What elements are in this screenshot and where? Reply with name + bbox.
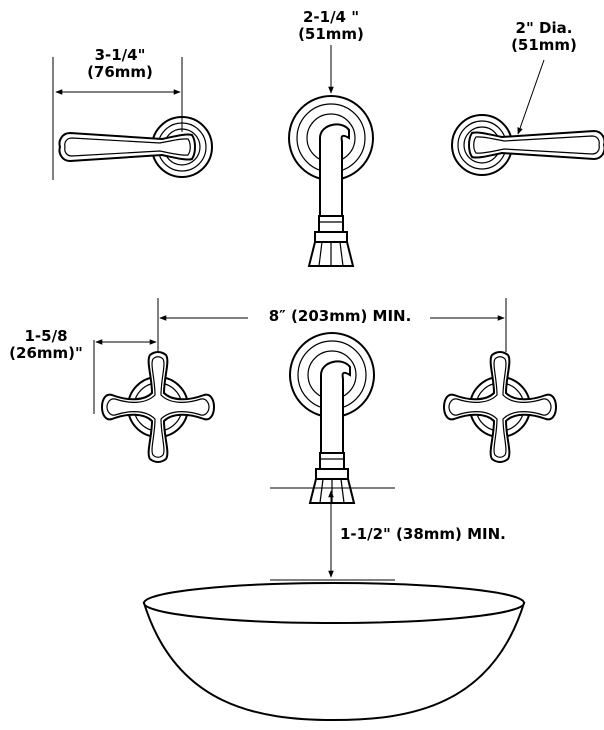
spout-middle xyxy=(289,332,375,504)
clearance-text: 1-1/2" (38mm) MIN. xyxy=(340,525,506,543)
cross-handle-line2: (26mm)" xyxy=(9,344,83,362)
cross-handle-dimension xyxy=(93,339,157,414)
lever-length-line2: (76mm) xyxy=(87,63,153,81)
spout-flange-line1: 2-1/4 " xyxy=(302,8,360,26)
spout-flange-line2: (51mm) xyxy=(298,25,364,43)
lever-length-label: 3-1/4" (76mm) xyxy=(70,47,170,81)
handle-flange-line2: (51mm) xyxy=(511,36,577,54)
cross-handle-right xyxy=(443,351,557,463)
clearance-label: 1-1/2" (38mm) MIN. xyxy=(340,526,506,543)
lever-length-dimension xyxy=(52,57,183,180)
cross-handle-left xyxy=(101,351,215,463)
handle-flange-pointer xyxy=(517,59,545,135)
spout-flange-label: 2-1/4 " (51mm) xyxy=(276,9,386,43)
clearance-dimension xyxy=(270,487,395,581)
handle-flange-label: 2" Dia. (51mm) xyxy=(494,20,594,54)
spread-text: 8″ (203mm) MIN. xyxy=(268,307,412,325)
lever-length-line1: 3-1/4" xyxy=(94,46,146,64)
cross-handle-label: 1-5/8 (26mm)" xyxy=(0,328,92,362)
lever-handle-left xyxy=(58,116,214,178)
spread-dimension xyxy=(157,298,507,352)
vessel-basin xyxy=(142,582,526,722)
lever-handle-right xyxy=(451,114,604,176)
spout-top xyxy=(288,95,374,267)
spread-label: 8″ (203mm) MIN. xyxy=(250,308,430,325)
cross-handle-line1: 1-5/8 xyxy=(24,327,68,345)
handle-flange-line1: 2" Dia. xyxy=(515,19,573,37)
